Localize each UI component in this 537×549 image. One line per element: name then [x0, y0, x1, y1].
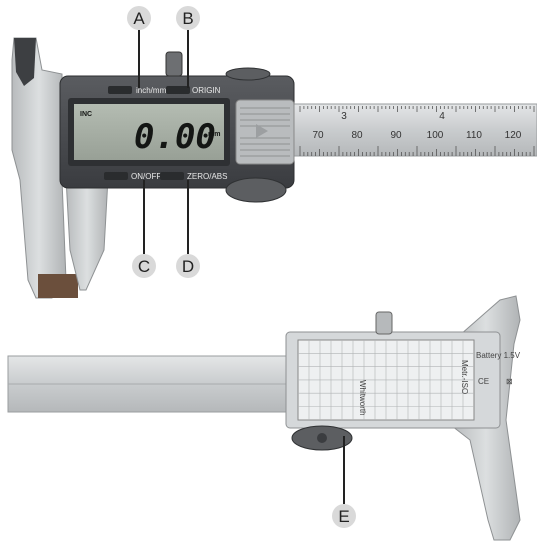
lock-screw [165, 51, 183, 77]
svg-text:B: B [182, 9, 193, 28]
battery-label: Battery 1.5V [476, 351, 521, 360]
table-grid [298, 340, 474, 420]
scale-number: 90 [390, 130, 402, 141]
callout-lines [138, 30, 345, 504]
svg-text:E: E [338, 507, 349, 526]
upper-jaw-left [14, 38, 36, 86]
back-view: Whitworth Metr.-ISO Battery 1.5V CE ⊠ [7, 295, 521, 541]
callout-e: E [332, 504, 356, 528]
svg-text:A: A [133, 9, 145, 28]
scale-ticks [299, 106, 535, 156]
standard-label: Metr.-ISO [460, 360, 469, 394]
origin-button[interactable] [166, 86, 190, 94]
grip-ridges [240, 107, 290, 157]
on-off-label: ON/OFF [131, 172, 161, 181]
scale-number: 110 [466, 130, 482, 141]
front-view: 70809010011012013345 inch/mm ORIGIN INC … [11, 37, 537, 299]
grip-arrow-icon [256, 124, 268, 138]
scale-labels: 70809010011012013345 [312, 111, 522, 141]
scale-number: 80 [351, 130, 363, 141]
sliding-jaw [65, 177, 109, 291]
inch-number: 3 [341, 111, 347, 122]
svg-text:D: D [182, 257, 194, 276]
lcd-unit: mm [208, 131, 220, 138]
roller-top-wheel [225, 67, 271, 81]
callout-d: D [176, 254, 200, 278]
zero-abs-button[interactable] [160, 172, 184, 180]
scale-number: 70 [312, 130, 324, 141]
scale-number: 100 [427, 130, 444, 141]
roller-axle [317, 433, 327, 443]
fixed-jaw-tip [38, 274, 78, 298]
zero-abs-label: ZERO/ABS [187, 172, 227, 181]
callout-a: A [127, 6, 151, 30]
inch-mm-button[interactable] [108, 86, 132, 94]
thumb-roller [225, 177, 287, 203]
lcd-screen [74, 104, 224, 160]
disposal-icon: ⊠ [506, 377, 513, 386]
lock-screw-back [375, 311, 393, 335]
lcd-mode-indicator: INC [80, 111, 92, 118]
inch-number: 4 [439, 111, 445, 122]
on-off-button[interactable] [104, 172, 128, 180]
thread-label: Whitworth [358, 380, 367, 416]
ce-mark: CE [478, 377, 489, 386]
inch-mm-label: inch/mm [136, 86, 167, 95]
lcd-reading: 0.00 [134, 117, 216, 157]
callout-c: C [132, 254, 156, 278]
origin-label: ORIGIN [192, 86, 221, 95]
svg-text:C: C [138, 257, 150, 276]
callout-b: B [176, 6, 200, 30]
scale-number: 120 [505, 130, 522, 141]
